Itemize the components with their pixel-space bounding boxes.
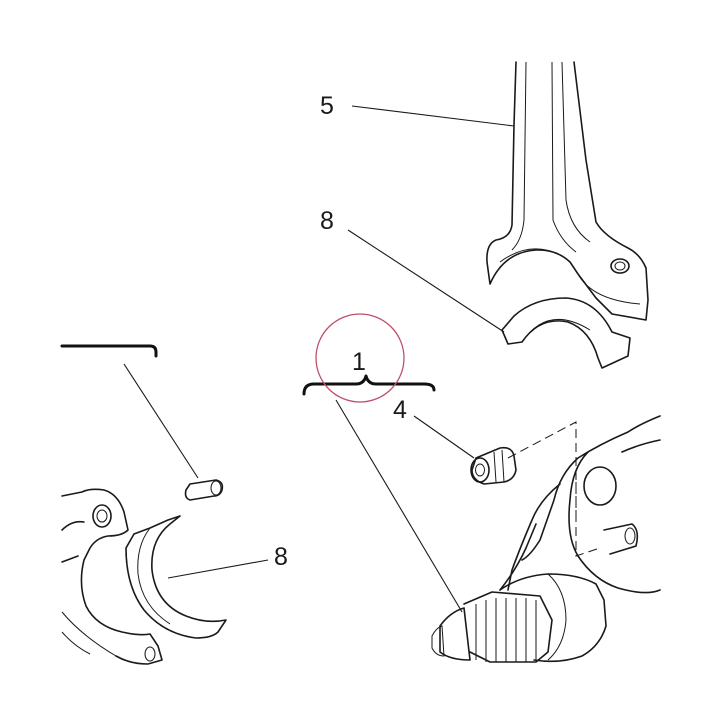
crankshaft [431,415,661,663]
upper-bearing-shell [501,297,631,369]
leader-5 [351,105,515,127]
left-crank-section [61,488,163,665]
callout-5: 5 [320,92,334,120]
leader-4 [413,415,475,459]
callout-1: 1 [352,348,366,376]
leader-8-lower [167,559,269,579]
assembly-brace [302,374,436,396]
callout-8-upper: 8 [320,207,334,235]
leader-8-upper [347,229,505,333]
callout-4: 4 [393,396,407,424]
leader-1 [335,399,463,613]
plug [470,446,517,485]
left-group-bracket [60,344,158,358]
connecting-rod [486,61,649,321]
dowel-pin [184,479,224,501]
highlight-circle [315,313,405,403]
callout-8-lower: 8 [274,543,288,571]
leader-left-bracket [123,363,199,479]
lower-bearing-shell [125,515,227,639]
